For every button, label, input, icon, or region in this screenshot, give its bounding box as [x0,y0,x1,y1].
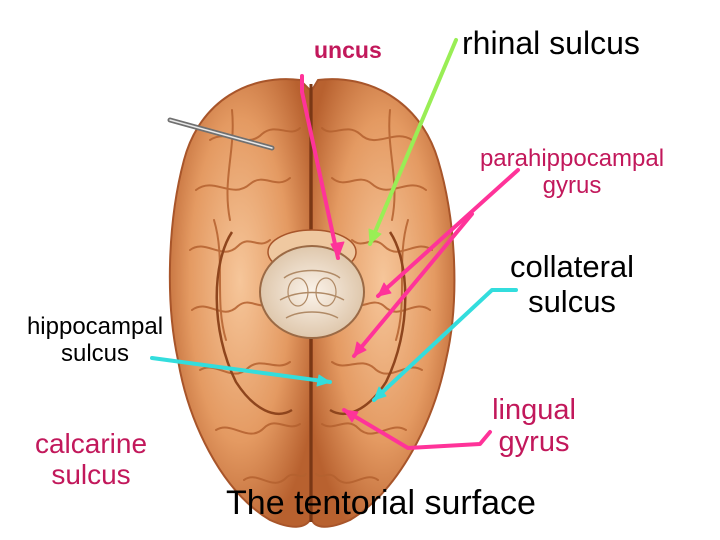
pointer-rhinal-sulcus [368,38,458,246]
label-collateral-line1: collateral [509,249,635,284]
pointer-uncus [300,74,340,260]
label-calcarine-line1: calcarine [34,428,148,459]
label-parahippocampal-line1: parahippocampal [479,145,665,172]
label-parahippocampal-line2: gyrus [542,171,602,199]
pointer-parahippocampal-1-head [377,282,392,297]
label-hippocampal-line2: sulcus [60,339,130,367]
label-hippocampal-sulcus: hippocampal sulcus [6,313,184,368]
pointer-hippocampal-sulcus [150,356,332,384]
label-rhinal-sulcus-text: rhinal sulcus [462,25,640,61]
label-parahippocampal-gyrus: parahippocampal gyrus [454,145,690,200]
pointer-uncus-head [330,241,345,259]
diagram-caption-text: The tentorial surface [226,484,536,522]
label-calcarine-line2: sulcus [51,459,131,491]
label-lingual-gyrus: lingual gyrus [474,394,594,459]
pointer-hippocampal-sulcus-head [316,374,331,387]
pointer-parahippocampal-1 [376,168,520,298]
brainstem [259,229,365,339]
label-lingual-line1: lingual [492,394,576,426]
pointer-parahippocampal-2-head [353,341,367,357]
label-rhinal-sulcus: rhinal sulcus [462,25,640,62]
label-hippocampal-line1: hippocampal [26,313,164,340]
left-hemisphere [168,78,311,528]
label-collateral-line2: sulcus [528,283,616,319]
pointer-collateral-sulcus-head [373,386,387,401]
label-lingual-line2: gyrus [498,426,570,459]
pointer-lingual-gyrus-head [343,409,359,423]
pointer-collateral-sulcus [372,288,518,402]
pointer-parahippocampal-2 [352,212,474,358]
pointer-lines [150,38,520,450]
pointer-rhinal-sulcus-head [368,228,382,245]
label-collateral-sulcus: collateral sulcus [494,249,650,319]
diagram-caption: The tentorial surface [206,484,556,522]
label-uncus: uncus [314,37,382,64]
pointer-lingual-gyrus [342,408,492,450]
probe-instrument [167,117,275,151]
label-calcarine-sulcus: calcarine sulcus [18,428,164,491]
label-uncus-text: uncus [314,37,382,63]
